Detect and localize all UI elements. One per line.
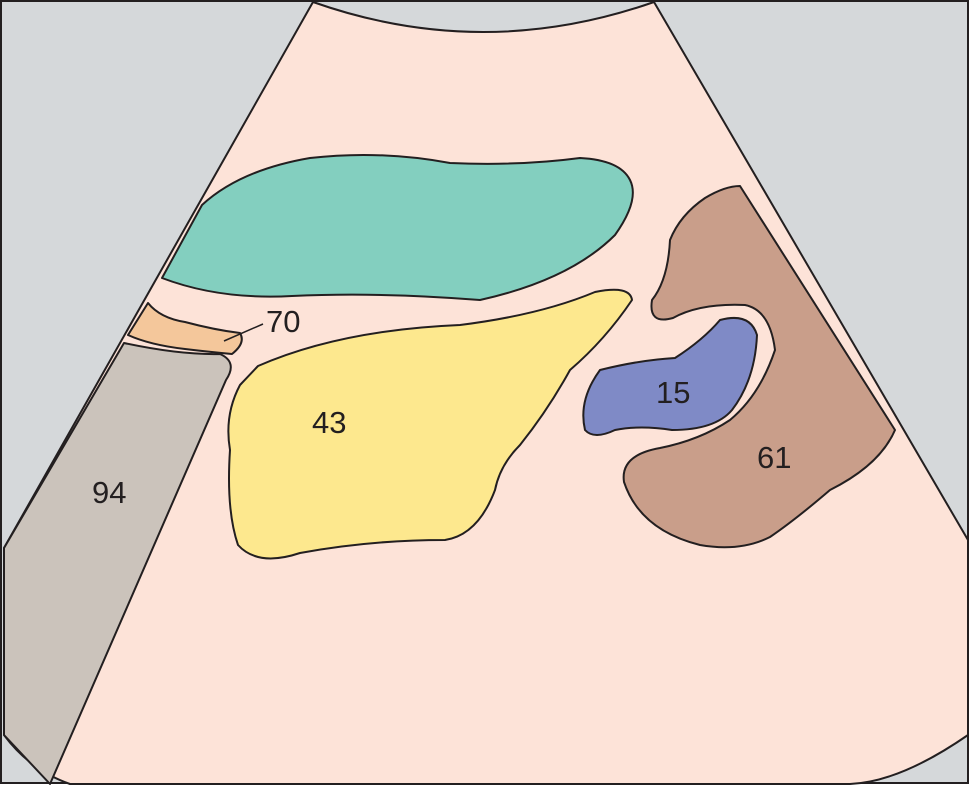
region-94 [3,342,232,785]
label-61: 61 [757,440,791,475]
region-61 [622,185,896,549]
label-94: 94 [92,475,126,510]
region-43 [227,288,633,560]
leader-line-70 [223,323,264,342]
label-15: 15 [656,375,690,410]
label-70: 70 [266,304,300,339]
region-15 [582,316,758,436]
label-43: 43 [312,405,346,440]
teal-region [161,153,634,301]
region-70 [127,302,243,355]
